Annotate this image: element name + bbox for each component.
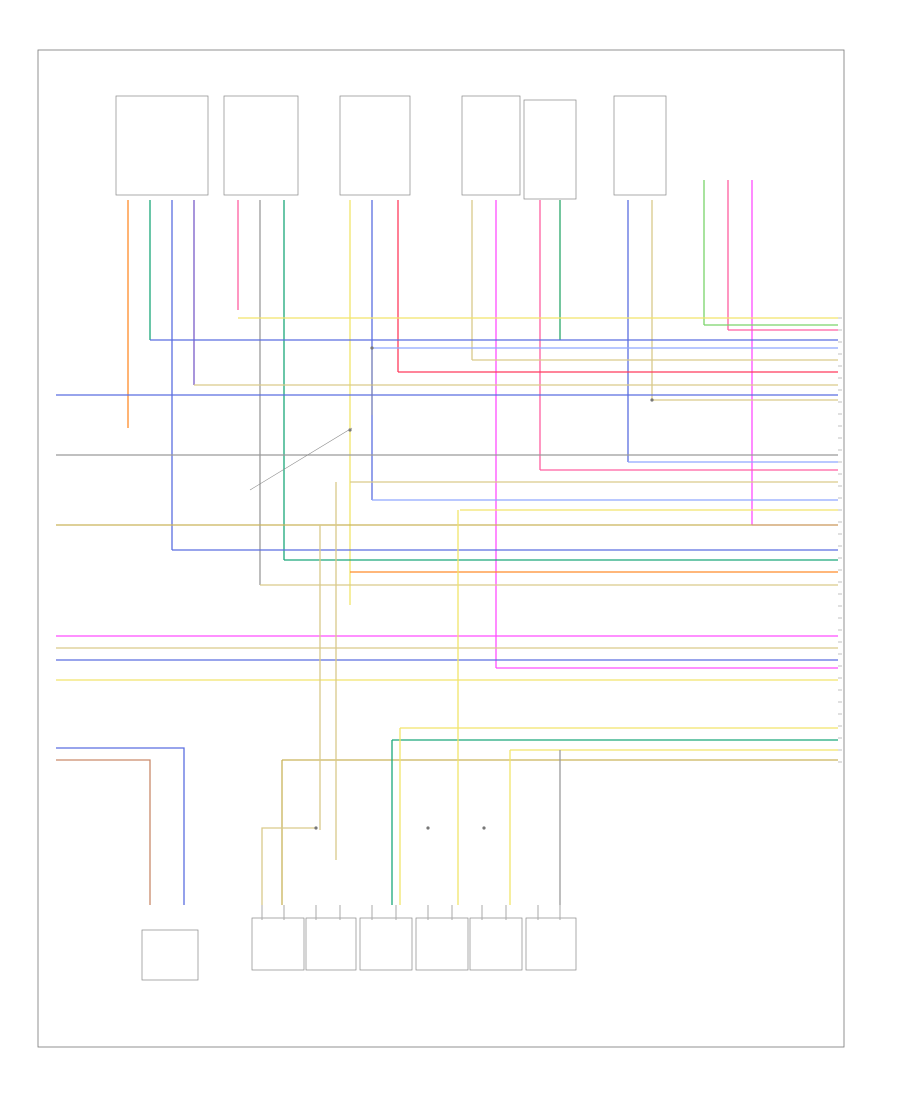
splice-dot (426, 826, 430, 830)
splice-dot (650, 398, 654, 402)
splice-dot (314, 826, 318, 830)
wire-segment (56, 759, 151, 905)
connector-box-bottom (469, 917, 523, 971)
connector-box-bottom (305, 917, 357, 971)
splice-dot (348, 428, 352, 432)
component-box-top (613, 95, 667, 196)
wire-segment (56, 747, 185, 905)
splice-dot (482, 826, 486, 830)
splice-dot (370, 346, 374, 350)
connector-box-bottom (525, 917, 577, 971)
connector-box-bottom (415, 917, 469, 971)
wire-segment (261, 827, 316, 905)
component-box-top (523, 99, 577, 200)
sheet-frame (37, 49, 845, 1048)
connector-box-bottom (359, 917, 413, 971)
connector-box-bottom (251, 917, 305, 971)
component-box-top (339, 95, 411, 196)
component-box-top (461, 95, 521, 196)
leader-line (249, 427, 353, 491)
sensor-box-bottom-left (141, 929, 199, 981)
component-box-top (115, 95, 209, 196)
component-box-top (223, 95, 299, 196)
